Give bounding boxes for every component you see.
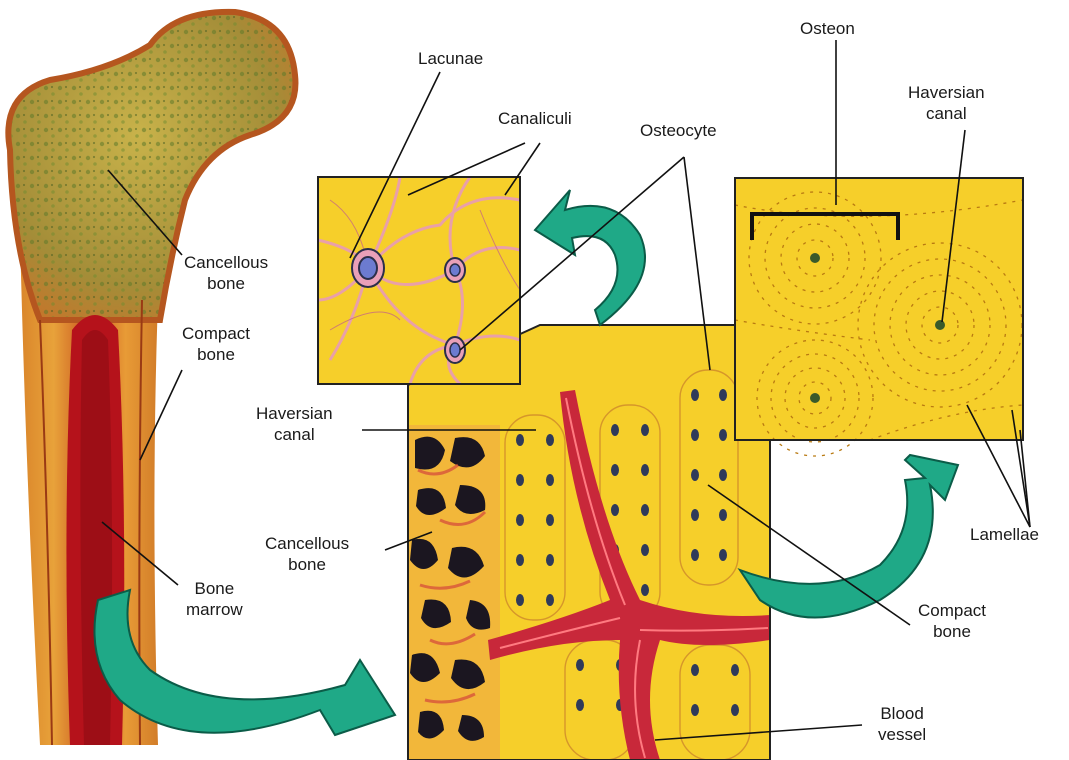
green-arrow-top bbox=[535, 190, 645, 325]
label-bone-marrow: Bone marrow bbox=[186, 578, 243, 620]
label-haversian-canal-center: Haversian canal bbox=[256, 403, 333, 445]
label-cancellous-bone-left-line1: Cancellous bbox=[184, 252, 268, 273]
label-cancellous-bone-center-line2: bone bbox=[265, 554, 349, 575]
label-canaliculi-text: Canaliculi bbox=[498, 108, 572, 129]
label-blood-vessel: Blood vessel bbox=[878, 703, 926, 745]
label-compact-bone-right: Compact bone bbox=[918, 600, 986, 642]
label-cancellous-bone-left-line2: bone bbox=[184, 273, 268, 294]
green-arrow-right bbox=[740, 455, 958, 618]
label-haversian-canal-right: Haversian canal bbox=[908, 82, 985, 124]
label-cancellous-bone-center: Cancellous bone bbox=[265, 533, 349, 575]
osteon-panel bbox=[735, 178, 1023, 456]
label-haversian-canal-right-line1: Haversian bbox=[908, 82, 985, 103]
label-cancellous-bone-left: Cancellous bone bbox=[184, 252, 268, 294]
label-compact-bone-right-line1: Compact bbox=[918, 600, 986, 621]
lacunae-panel bbox=[318, 177, 520, 384]
label-compact-bone-left-line2: bone bbox=[182, 344, 250, 365]
label-cancellous-bone-center-line1: Cancellous bbox=[265, 533, 349, 554]
label-osteocyte: Osteocyte bbox=[640, 120, 717, 141]
label-compact-bone-left: Compact bone bbox=[182, 323, 250, 365]
label-bone-marrow-line1: Bone bbox=[186, 578, 243, 599]
label-blood-vessel-line2: vessel bbox=[878, 724, 926, 745]
label-compact-bone-right-line2: bone bbox=[918, 621, 986, 642]
femur-illustration bbox=[8, 12, 295, 745]
label-haversian-canal-right-line2: canal bbox=[908, 103, 985, 124]
bone-tissue-block bbox=[408, 325, 770, 760]
label-lacunae: Lacunae bbox=[418, 48, 483, 69]
label-blood-vessel-line1: Blood bbox=[878, 703, 926, 724]
label-haversian-canal-center-line2: canal bbox=[256, 424, 333, 445]
label-osteon: Osteon bbox=[800, 18, 855, 39]
label-haversian-canal-center-line1: Haversian bbox=[256, 403, 333, 424]
label-osteon-text: Osteon bbox=[800, 18, 855, 39]
label-lamellae-text: Lamellae bbox=[970, 524, 1039, 545]
label-osteocyte-text: Osteocyte bbox=[640, 120, 717, 141]
label-lacunae-text: Lacunae bbox=[418, 48, 483, 69]
label-lamellae: Lamellae bbox=[970, 524, 1039, 545]
label-canaliculi: Canaliculi bbox=[498, 108, 572, 129]
label-bone-marrow-line2: marrow bbox=[186, 599, 243, 620]
label-compact-bone-left-line1: Compact bbox=[182, 323, 250, 344]
